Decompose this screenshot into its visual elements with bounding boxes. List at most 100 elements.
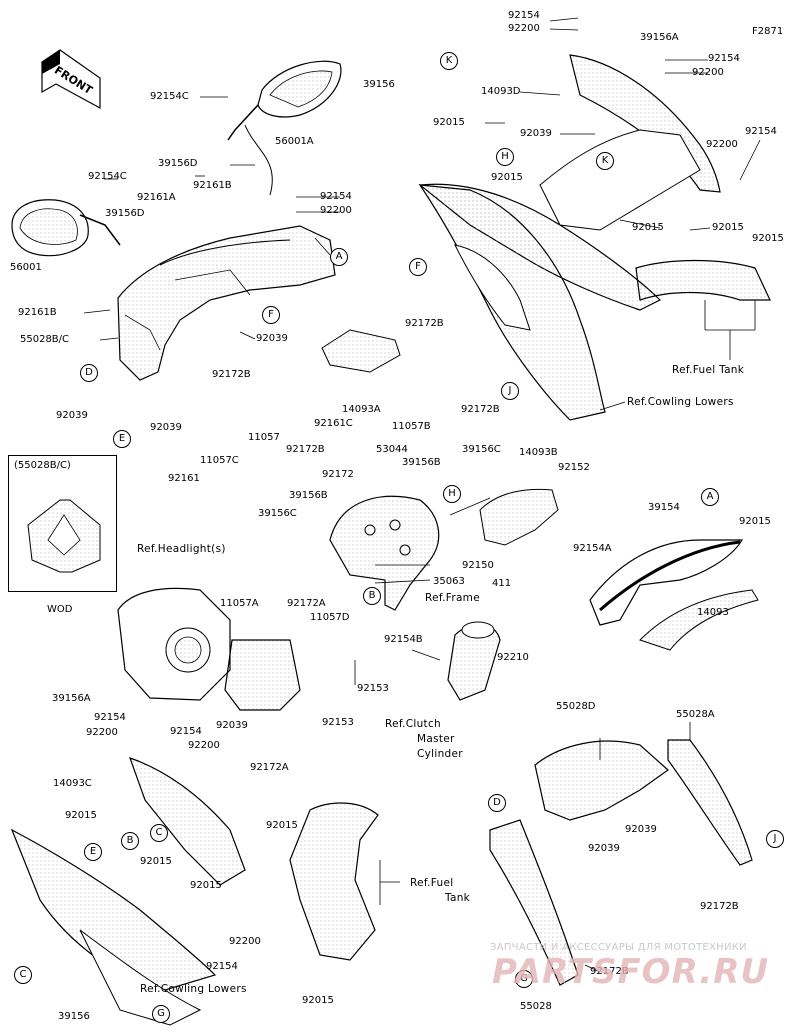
- part-label: 92015: [190, 880, 222, 891]
- part-label: 92172B: [405, 318, 444, 329]
- watermark-logo: PARTSFOR.RU: [492, 952, 770, 992]
- part-label: 92015: [712, 222, 744, 233]
- ref-clutch-line2: Master: [417, 733, 455, 745]
- part-label: 92015: [632, 222, 664, 233]
- part-label: 11057A: [220, 598, 259, 609]
- mirror-right-part: [227, 60, 342, 196]
- callout-E: E: [84, 843, 102, 861]
- part-label: 39156B: [289, 490, 328, 501]
- part-label: 39156: [58, 1011, 90, 1022]
- part-label: 92154C: [150, 91, 189, 102]
- part-label: 92154B: [384, 634, 423, 645]
- part-label: 92161B: [193, 180, 232, 191]
- callout-F: F: [262, 306, 280, 324]
- wod-label: WOD: [47, 604, 73, 615]
- callout-J: J: [501, 382, 519, 400]
- side-cowling-lower-left-part: [10, 757, 246, 1026]
- callout-A: A: [330, 248, 348, 266]
- part-label: 92200: [86, 727, 118, 738]
- part-label: 11057C: [200, 455, 239, 466]
- part-label: 92039: [56, 410, 88, 421]
- upper-fairing-part: [117, 225, 336, 381]
- part-label: 92200: [692, 67, 724, 78]
- part-label: 92172B: [212, 369, 251, 380]
- part-label: 92172A: [287, 598, 326, 609]
- part-label: 92200: [229, 936, 261, 947]
- callout-G: G: [152, 1005, 170, 1023]
- part-label: 39156C: [258, 508, 297, 519]
- part-label: 92172B: [590, 966, 629, 977]
- side-panel-lower-center-part: [289, 802, 379, 961]
- part-label: 35063: [433, 576, 465, 587]
- part-label: 92161A: [137, 192, 176, 203]
- part-label: 92172A: [250, 762, 289, 773]
- part-label: 53044: [376, 444, 408, 455]
- ref-frame: Ref.Frame: [425, 592, 480, 604]
- callout-K: K: [596, 152, 614, 170]
- part-label: 92150: [462, 560, 494, 571]
- callout-B: B: [363, 587, 381, 605]
- callout-H: H: [443, 485, 461, 503]
- part-label: 92172: [322, 469, 354, 480]
- part-label: 56001: [10, 262, 42, 273]
- part-label: 92015: [739, 516, 771, 527]
- ref-fuel-tank-bottom-line1: Ref.Fuel: [410, 877, 454, 889]
- part-label: 92039: [520, 128, 552, 139]
- part-label: 39156A: [640, 32, 679, 43]
- part-label: 92154: [170, 726, 202, 737]
- part-label: 92154: [508, 10, 540, 21]
- headlight-part: [117, 587, 231, 701]
- side-cowling-center-part: [418, 184, 606, 421]
- part-label: 56001A: [275, 136, 314, 147]
- part-label: 92039: [150, 422, 182, 433]
- callout-D: D: [488, 794, 506, 812]
- part-label: 92172B: [700, 901, 739, 912]
- part-label: 39156A: [52, 693, 91, 704]
- part-label: 55028: [520, 1001, 552, 1012]
- part-label: 92015: [140, 856, 172, 867]
- part-label: 92154: [708, 53, 740, 64]
- ref-cowling-lowers-bottom: Ref.Cowling Lowers: [140, 983, 247, 995]
- part-label: 14093D: [481, 86, 521, 97]
- inner-panel-14093-part: [639, 589, 759, 651]
- part-label: 92015: [752, 233, 784, 244]
- cover-14093B-part: [479, 488, 559, 546]
- part-label: 55028A: [676, 709, 715, 720]
- part-label: 39156D: [158, 158, 198, 169]
- part-label: 92015: [65, 810, 97, 821]
- part-label: 92200: [508, 23, 540, 34]
- inner-cover-55028-part: [489, 819, 579, 986]
- ref-clutch-line3: Cylinder: [417, 748, 463, 760]
- callout-A: A: [701, 488, 719, 506]
- ref-headlights: Ref.Headlight(s): [137, 543, 226, 555]
- ref-cowling-lowers-top: Ref.Cowling Lowers: [627, 396, 734, 408]
- figure-code: F2871: [752, 26, 784, 37]
- wod-inset-box: [8, 455, 117, 592]
- part-label: 92153: [322, 717, 354, 728]
- part-label: 411: [492, 578, 512, 589]
- part-label: 92015: [266, 820, 298, 831]
- part-label: 11057D: [310, 612, 350, 623]
- part-label: 92172B: [286, 444, 325, 455]
- callout-C: C: [14, 966, 32, 984]
- callout-F: F: [409, 258, 427, 276]
- part-label: 92200: [320, 205, 352, 216]
- callout-H: H: [496, 148, 514, 166]
- part-label: 55028D: [556, 701, 596, 712]
- ref-fuel-tank-bottom-line2: Tank: [445, 892, 471, 904]
- callout-G: G: [515, 970, 533, 988]
- part-label: 39154: [648, 502, 680, 513]
- wod-fairing-drawing: [27, 499, 101, 573]
- part-label: 92154: [94, 712, 126, 723]
- part-label: 14093B: [519, 447, 558, 458]
- part-label: 14093A: [342, 404, 381, 415]
- part-label: 92161: [168, 473, 200, 484]
- mirror-left-part: [11, 199, 121, 257]
- part-label: 39156: [363, 79, 395, 90]
- part-label: 92152: [558, 462, 590, 473]
- part-label: 92161B: [18, 307, 57, 318]
- tank-side-panel-part: [635, 259, 771, 301]
- part-label: 92015: [433, 117, 465, 128]
- part-label: 92039: [256, 333, 288, 344]
